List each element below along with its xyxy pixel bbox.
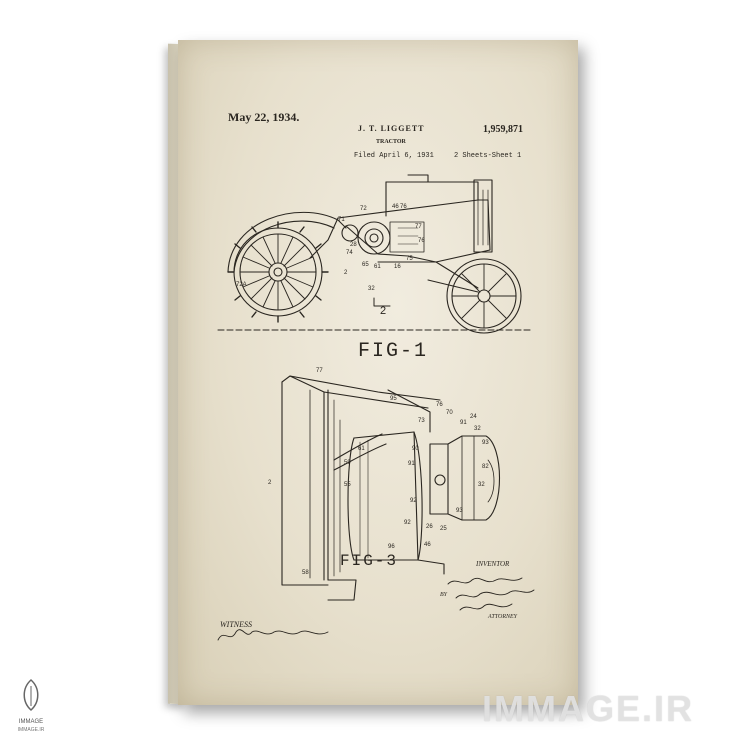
svg-text:32: 32	[474, 426, 481, 432]
attorney-label: ATTORNEY	[488, 614, 518, 620]
patent-subject: TRACTOR	[376, 139, 406, 145]
tractor-drawing: 72 46 76 77 76 75 71 28 74 65 61 16 72A …	[217, 174, 535, 641]
svg-text:65: 65	[362, 262, 369, 268]
svg-text:76: 76	[400, 204, 407, 210]
svg-text:61: 61	[374, 264, 381, 270]
svg-text:73: 73	[418, 418, 425, 424]
svg-text:2: 2	[268, 480, 272, 486]
svg-text:92: 92	[410, 498, 417, 504]
svg-text:58: 58	[302, 570, 309, 576]
svg-text:46: 46	[392, 204, 399, 210]
by-label: BY	[440, 592, 448, 598]
svg-text:74: 74	[346, 250, 353, 256]
svg-text:26: 26	[426, 524, 433, 530]
svg-text:2: 2	[344, 270, 348, 276]
svg-text:75: 75	[406, 256, 413, 262]
signatures	[217, 577, 535, 641]
svg-text:32: 32	[368, 286, 375, 292]
svg-text:93: 93	[456, 508, 463, 514]
fig1-tractor: 72 46 76 77 76 75 71 28 74 65 61 16 72A …	[217, 174, 531, 334]
svg-text:96: 96	[388, 544, 395, 550]
svg-text:82: 82	[482, 464, 489, 470]
inventor-name-header: J. T. LIGGETT	[358, 124, 425, 133]
svg-text:59: 59	[344, 460, 351, 466]
svg-text:90: 90	[412, 446, 419, 452]
svg-text:28: 28	[350, 242, 357, 248]
svg-text:91: 91	[460, 420, 467, 426]
patent-date: May 22, 1934.	[228, 110, 300, 124]
svg-text:25: 25	[440, 526, 447, 532]
watermark-text: IMMAGE.IR	[482, 688, 694, 729]
witness-label: WITNESS	[220, 620, 252, 629]
svg-text:76: 76	[418, 238, 425, 244]
svg-text:91: 91	[408, 461, 415, 467]
svg-text:IMMAGE: IMMAGE	[19, 719, 43, 725]
svg-text:61: 61	[358, 446, 365, 452]
canvas-print: May 22, 1934. J. T. LIGGETT 1,959,871 TR…	[178, 40, 578, 705]
svg-text:76: 76	[436, 402, 443, 408]
filed-date: Filed April 6, 1931	[354, 152, 434, 160]
svg-text:2: 2	[380, 305, 386, 317]
svg-text:16: 16	[394, 264, 401, 270]
fig1-label: FIG-1	[358, 340, 429, 363]
svg-text:77: 77	[415, 224, 422, 230]
patent-number: 1,959,871	[483, 124, 523, 135]
fig3-section: 77 95 76 70 24 91 32 93 82 32 93 73 90 9…	[268, 368, 500, 601]
fig3-label: FIG-3	[340, 552, 399, 570]
svg-text:72: 72	[360, 206, 367, 212]
svg-text:46: 46	[424, 542, 431, 548]
svg-text:93: 93	[482, 440, 489, 446]
svg-text:IMMAGE.IR: IMMAGE.IR	[18, 727, 45, 733]
svg-text:72A: 72A	[236, 282, 247, 288]
svg-text:32: 32	[478, 482, 485, 488]
svg-text:71: 71	[338, 217, 345, 223]
svg-text:55: 55	[344, 482, 351, 488]
inventor-label: INVENTOR	[476, 560, 510, 568]
svg-text:95: 95	[390, 396, 397, 402]
svg-text:92: 92	[404, 520, 411, 526]
svg-text:77: 77	[316, 368, 323, 374]
sheet-count: 2 Sheets-Sheet 1	[454, 152, 522, 160]
svg-text:70: 70	[446, 410, 453, 416]
brand-logo-icon: IMMAGE IMMAGE.IR	[18, 678, 45, 733]
svg-text:24: 24	[470, 414, 477, 420]
